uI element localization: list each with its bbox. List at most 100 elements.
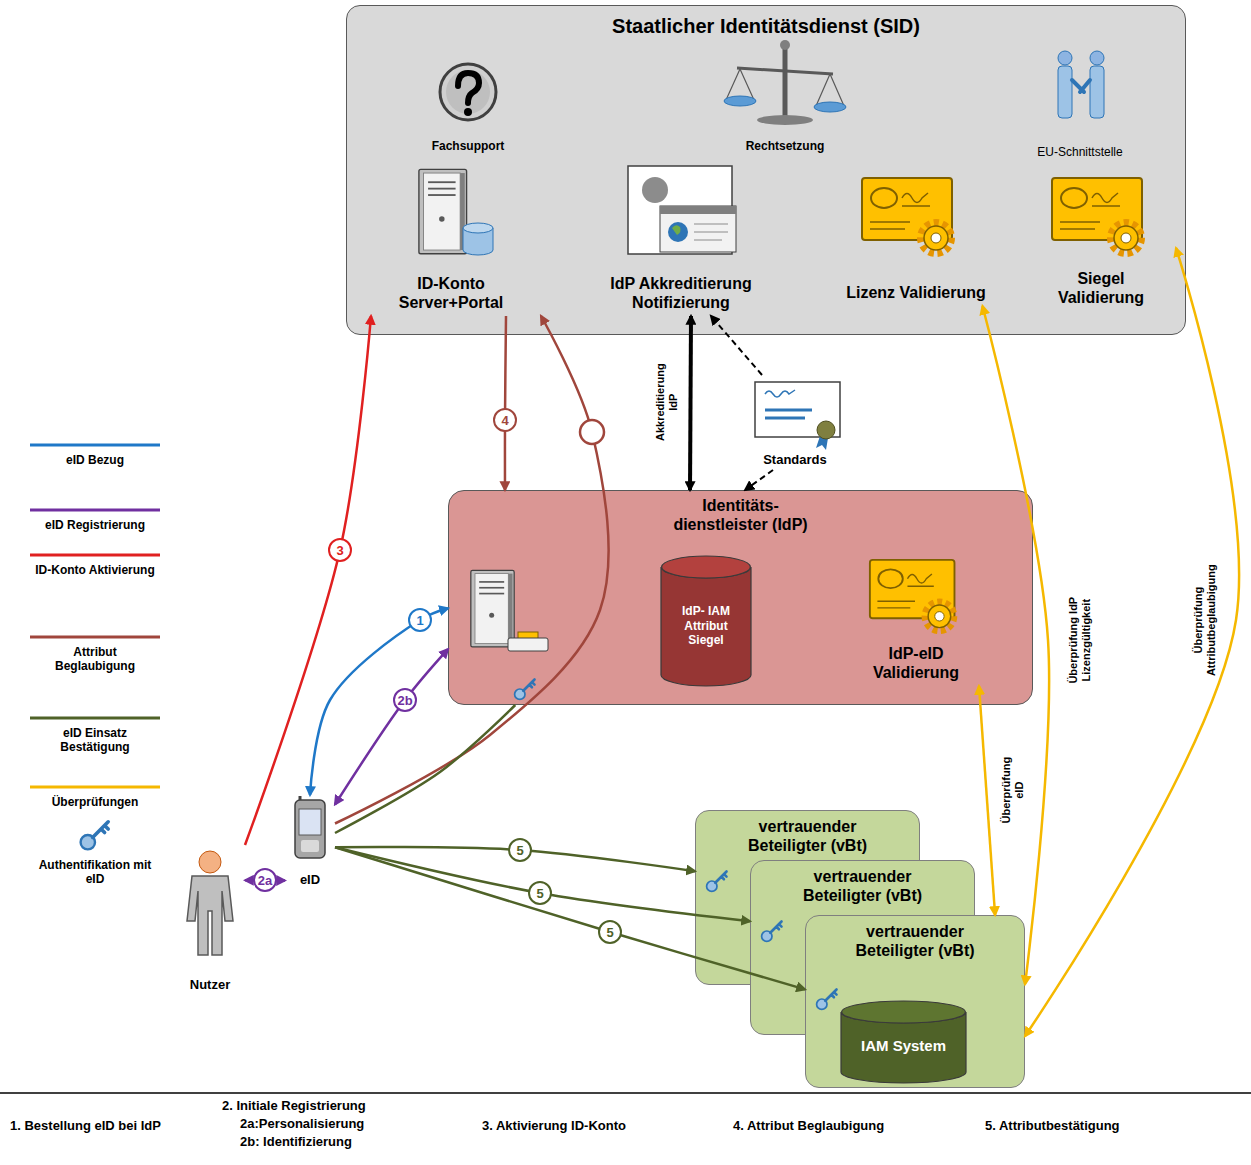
legend-line	[30, 444, 160, 447]
step-caption: 1. Bestellung eID bei IdP	[10, 1118, 161, 1134]
server-icon	[419, 169, 493, 255]
legend-entry: eID Registrierung	[20, 505, 170, 532]
handshake-icon	[1090, 51, 1104, 65]
standards-certificate: Standards	[740, 375, 850, 470]
node-label: vertrauender Beteiligter (vBt)	[835, 922, 995, 960]
legend-line-sample	[30, 632, 160, 642]
legend-entry: Überprüfungen	[20, 782, 170, 809]
balance-icon	[726, 69, 844, 106]
validation-icon: IdP-eID Validierung	[841, 556, 991, 686]
icon-caption: EU-Schnittstelle	[1000, 145, 1160, 159]
standards-icon	[755, 382, 840, 450]
node-label: Staatlicher Identitätsdienst (SID)	[612, 14, 920, 38]
node-label: Standards	[763, 452, 827, 468]
callout-number: 4	[493, 408, 517, 432]
connector	[1025, 248, 1239, 1036]
certificate-icon	[642, 177, 668, 203]
connector	[979, 686, 995, 915]
phone-icon	[301, 840, 319, 852]
legend-line-sample	[30, 440, 160, 450]
edge-label: Überprüfung eID	[1000, 750, 1026, 830]
legend-entry: eID Einsatz Bestätigung	[20, 713, 170, 755]
certificate-icon	[628, 166, 736, 254]
step-caption: 2a:Personalisierung	[240, 1116, 364, 1132]
certificate-icon	[660, 206, 736, 214]
connector	[983, 306, 1050, 984]
balance-icon	[724, 96, 756, 106]
legend-entry: Attribut Beglaubigung	[20, 632, 170, 674]
step-caption: 3. Aktivierung ID-Konto	[482, 1118, 626, 1134]
provider-box: Identitäts- dienstleister (IdP)IdP- IAM …	[448, 490, 1033, 705]
step-caption: 5. Attributbestätigung	[985, 1118, 1120, 1134]
seal-icon	[1052, 178, 1142, 253]
node-label: Siegel Validierung	[1036, 269, 1166, 307]
legend-line-sample	[30, 505, 160, 515]
legend-label: Attribut Beglaubigung	[35, 645, 155, 674]
standards-icon	[765, 390, 795, 397]
user-figure	[187, 876, 233, 955]
phone-icon	[295, 800, 325, 858]
certificate-icon	[672, 225, 681, 235]
phone-icon	[295, 796, 325, 858]
phone-icon	[299, 809, 321, 835]
legend-entry: eID Bezug	[20, 440, 170, 467]
key-icon	[762, 921, 782, 941]
certificate-icon	[668, 222, 688, 242]
icon-caption: Fachsupport	[388, 139, 548, 153]
connector	[335, 316, 609, 824]
eid-seal-icon	[870, 560, 955, 631]
help-icon	[440, 64, 496, 120]
handshake-icon	[1058, 51, 1072, 65]
idp-server-icon	[471, 570, 514, 647]
connector	[688, 316, 693, 490]
server-icon	[419, 169, 467, 253]
callout-number: 1	[408, 608, 432, 632]
standards-icon	[816, 436, 828, 450]
step-caption: 2b: Identifizierung	[240, 1134, 352, 1150]
key-icon	[817, 989, 837, 1009]
standards-icon	[817, 421, 835, 439]
key-icon	[515, 679, 535, 699]
legend-line	[30, 636, 160, 639]
node-label: Nutzer	[190, 977, 230, 993]
handshake-icon	[1058, 51, 1104, 118]
certificate-icon	[694, 231, 728, 233]
relying-party-box: vertrauender Beteiligter (vBt) IAM System	[805, 915, 1025, 1088]
callout-number: 2b	[393, 688, 417, 712]
connector	[335, 847, 805, 989]
connector	[335, 705, 515, 833]
cylinder-label: IAM System	[861, 1037, 946, 1055]
phone-device: eID	[285, 795, 335, 890]
database-cylinder: IAM System	[841, 1001, 966, 1083]
balance-icon	[814, 102, 846, 112]
service-panel: Staatlicher Identitätsdienst (SID)ID-Kon…	[346, 5, 1186, 335]
connector	[245, 316, 371, 845]
idp-server-icon	[508, 638, 548, 651]
idp-server-icon	[518, 632, 538, 641]
legend-label: Authentifikation mit eID	[35, 858, 155, 887]
legend-label: Überprüfungen	[52, 795, 139, 809]
legend-line	[30, 554, 160, 557]
user-figure	[187, 851, 233, 955]
handshake-icon	[1072, 80, 1090, 92]
node-label: vertrauender Beteiligter (vBt)	[783, 867, 943, 905]
empty-step-circle	[580, 420, 604, 444]
connector	[745, 470, 773, 490]
idp-server-icon	[471, 570, 548, 651]
certificate-icon	[660, 206, 736, 252]
callout-number: 2a	[253, 868, 277, 892]
user-figure: Nutzer	[175, 845, 245, 995]
certificate-icon	[628, 166, 732, 254]
help-icon	[440, 64, 496, 120]
legend-label: eID Registrierung	[45, 518, 145, 532]
accreditation-icon: IdP Akkreditierung Notifizierung	[581, 161, 781, 316]
validation-icon: Siegel Validierung	[1026, 171, 1176, 311]
handshake-icon	[1058, 66, 1072, 118]
node-label: IdP Akkreditierung Notifizierung	[596, 274, 766, 312]
edge-label: Überprüfung Attributbeglaubigung	[1192, 555, 1218, 685]
legend-label: ID-Konto Aktivierung	[35, 563, 155, 577]
legend-label: eID Einsatz Bestätigung	[35, 726, 155, 755]
phone-icon	[299, 796, 302, 801]
